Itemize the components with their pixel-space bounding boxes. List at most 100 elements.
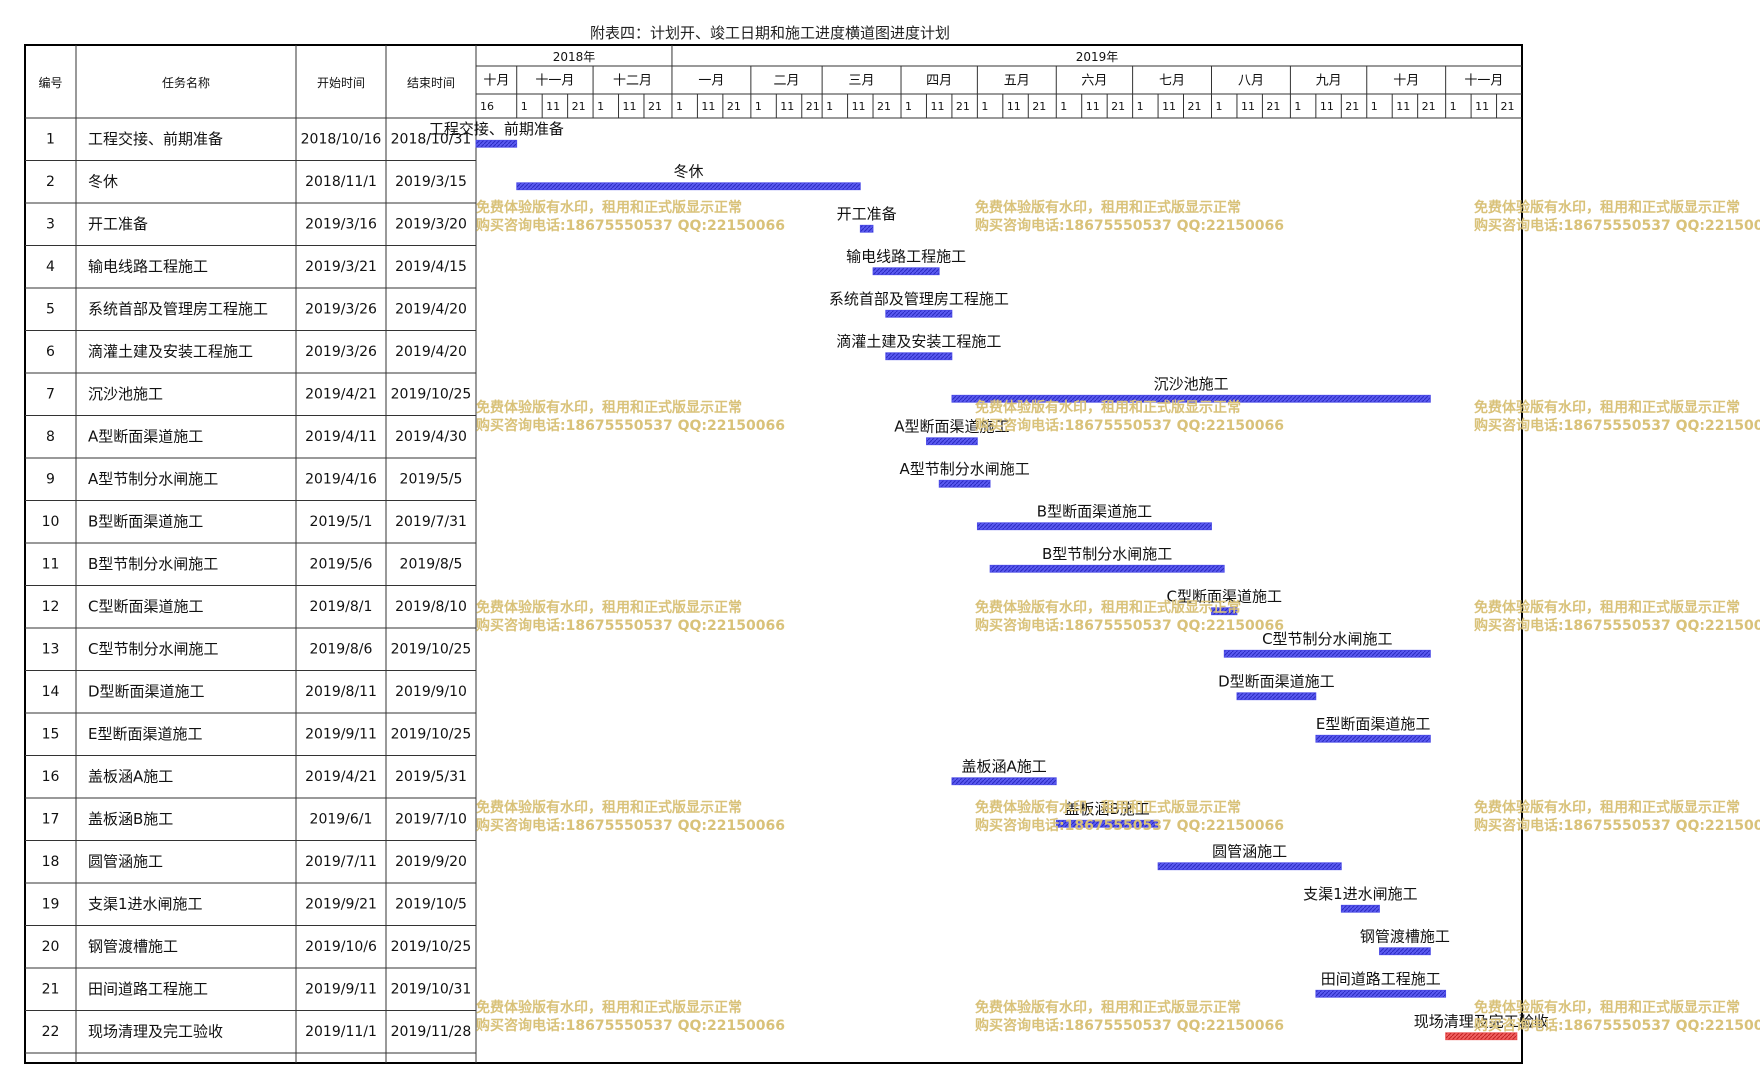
task-start: 2019/4/11 xyxy=(305,429,377,445)
day-tick-label: 1 xyxy=(1450,100,1457,113)
day-tick-label: 11 xyxy=(930,100,944,113)
task-name: C型断面渠道施工 xyxy=(88,597,203,615)
day-tick-label: 11 xyxy=(701,100,715,113)
task-start: 2019/4/21 xyxy=(305,769,377,785)
month-label: 十二月 xyxy=(613,74,652,89)
task-bar xyxy=(1315,734,1431,743)
day-tick-label: 1 xyxy=(981,100,988,113)
task-bar xyxy=(885,309,953,318)
task-bar-label: A型节制分水闸施工 xyxy=(900,460,1030,478)
task-bar-label: E型断面渠道施工 xyxy=(1316,715,1430,733)
watermark-text: 购买咨询电话:18675550537 QQ:22150066 xyxy=(975,617,1284,634)
task-id: 10 xyxy=(42,514,60,530)
watermark-text: 购买咨询电话:18675550537 QQ:22150066 xyxy=(476,817,785,834)
task-id: 9 xyxy=(46,471,55,487)
day-tick-label: 1 xyxy=(676,100,683,113)
watermark-text: 购买咨询电话:18675550537 QQ:22150066 xyxy=(1474,617,1760,634)
task-name: 工程交接、前期准备 xyxy=(88,130,223,148)
day-tick-label: 21 xyxy=(572,100,586,113)
task-start: 2019/4/16 xyxy=(305,471,377,487)
month-label: 十月 xyxy=(483,74,509,89)
task-bar-label: B型断面渠道施工 xyxy=(1037,502,1152,520)
task-bar xyxy=(1211,607,1238,616)
task-id: 6 xyxy=(46,344,55,360)
task-id: 17 xyxy=(42,811,60,827)
task-end: 2019/10/25 xyxy=(391,939,472,955)
day-tick-label: 1 xyxy=(1060,100,1067,113)
task-bar xyxy=(475,139,518,148)
watermark-text: 免费体验版有水印，租用和正式版显示正常 xyxy=(1474,999,1740,1016)
task-bar xyxy=(926,437,978,446)
task-bar xyxy=(989,564,1225,573)
table-border xyxy=(24,44,1523,1064)
day-tick-label: 1 xyxy=(1294,100,1301,113)
task-bar-label: A型断面渠道施工 xyxy=(894,417,1009,435)
task-end: 2019/11/28 xyxy=(391,1024,472,1040)
task-bar xyxy=(859,224,874,233)
task-bar-label: 系统首部及管理房工程施工 xyxy=(829,290,1009,308)
day-tick-label: 21 xyxy=(1188,100,1202,113)
task-end: 2019/5/31 xyxy=(395,769,467,785)
task-id: 11 xyxy=(42,556,60,572)
watermark-text: 购买咨询电话:18675550537 QQ:22150066 xyxy=(476,617,785,634)
watermark-text: 购买咨询电话:18675550537 QQ:22150066 xyxy=(1474,1017,1760,1034)
task-end: 2018/10/31 xyxy=(391,131,472,147)
task-bar-label: 盖板涵A施工 xyxy=(961,757,1046,775)
task-name: 系统首部及管理房工程施工 xyxy=(88,300,268,318)
month-label: 一月 xyxy=(698,74,724,89)
month-label: 十一月 xyxy=(1464,74,1503,89)
day-tick-label: 21 xyxy=(806,100,820,113)
watermark-text: 免费体验版有水印，租用和正式版显示正常 xyxy=(975,199,1241,216)
task-end: 2019/4/30 xyxy=(395,429,467,445)
month-label: 三月 xyxy=(849,74,875,89)
month-label: 四月 xyxy=(926,74,952,89)
task-name: 圆管涵施工 xyxy=(88,852,163,870)
task-bar xyxy=(951,777,1057,786)
day-tick-label: 1 xyxy=(1216,100,1223,113)
watermark-text: 免费体验版有水印，租用和正式版显示正常 xyxy=(975,599,1241,616)
task-id: 12 xyxy=(42,599,60,615)
watermark-text: 购买咨询电话:18675550537 QQ:22150066 xyxy=(476,417,785,434)
task-name: A型断面渠道施工 xyxy=(88,427,203,445)
watermark-text: 免费体验版有水印，租用和正式版显示正常 xyxy=(1474,199,1740,216)
task-id: 18 xyxy=(42,854,60,870)
watermark-text: 购买咨询电话:18675550537 QQ:22150066 xyxy=(476,217,785,234)
day-tick-label: 11 xyxy=(1007,100,1021,113)
watermark-text: 免费体验版有水印，租用和正式版显示正常 xyxy=(975,999,1241,1016)
task-bar xyxy=(1055,819,1159,828)
task-bar xyxy=(938,479,991,488)
task-end: 2019/3/20 xyxy=(395,216,467,232)
month-label: 十一月 xyxy=(535,74,574,89)
day-tick-label: 21 xyxy=(1345,100,1359,113)
watermark-text: 购买咨询电话:18675550537 QQ:22150066 xyxy=(1474,217,1760,234)
task-end: 2019/7/10 xyxy=(395,811,467,827)
month-label: 七月 xyxy=(1159,74,1185,89)
watermark-text: 免费体验版有水印，租用和正式版显示正常 xyxy=(975,799,1241,816)
watermark-text: 购买咨询电话:18675550537 QQ:22150066 xyxy=(975,217,1284,234)
month-label: 八月 xyxy=(1238,74,1264,89)
task-bar-label: 工程交接、前期准备 xyxy=(429,120,564,138)
day-tick-label: 1 xyxy=(755,100,762,113)
task-end: 2019/8/10 xyxy=(395,599,467,615)
day-tick-label: 11 xyxy=(1162,100,1176,113)
day-tick-label: 1 xyxy=(521,100,528,113)
column-header-name: 任务名称 xyxy=(162,75,210,90)
task-id: 4 xyxy=(46,259,55,275)
task-name: 滴灌土建及安装工程施工 xyxy=(88,342,253,360)
month-label: 五月 xyxy=(1004,74,1030,89)
task-bar xyxy=(1223,649,1431,658)
month-label: 十月 xyxy=(1393,74,1419,89)
task-start: 2019/8/6 xyxy=(310,641,373,657)
task-bar xyxy=(1157,862,1342,871)
chart-title: 附表四：计划开、竣工日期和施工进度横道图进度计划 xyxy=(589,24,950,42)
task-bar-label: 支渠1进水闸施工 xyxy=(1303,885,1418,903)
task-bar xyxy=(1236,692,1317,701)
task-id: 5 xyxy=(46,301,55,317)
task-bar xyxy=(976,522,1212,531)
day-tick-label: 1 xyxy=(905,100,912,113)
watermark-text: 免费体验版有水印，租用和正式版显示正常 xyxy=(476,999,742,1016)
task-name: 钢管渡槽施工 xyxy=(88,937,178,955)
task-end: 2019/9/10 xyxy=(395,684,467,700)
task-name: 冬休 xyxy=(88,172,118,190)
